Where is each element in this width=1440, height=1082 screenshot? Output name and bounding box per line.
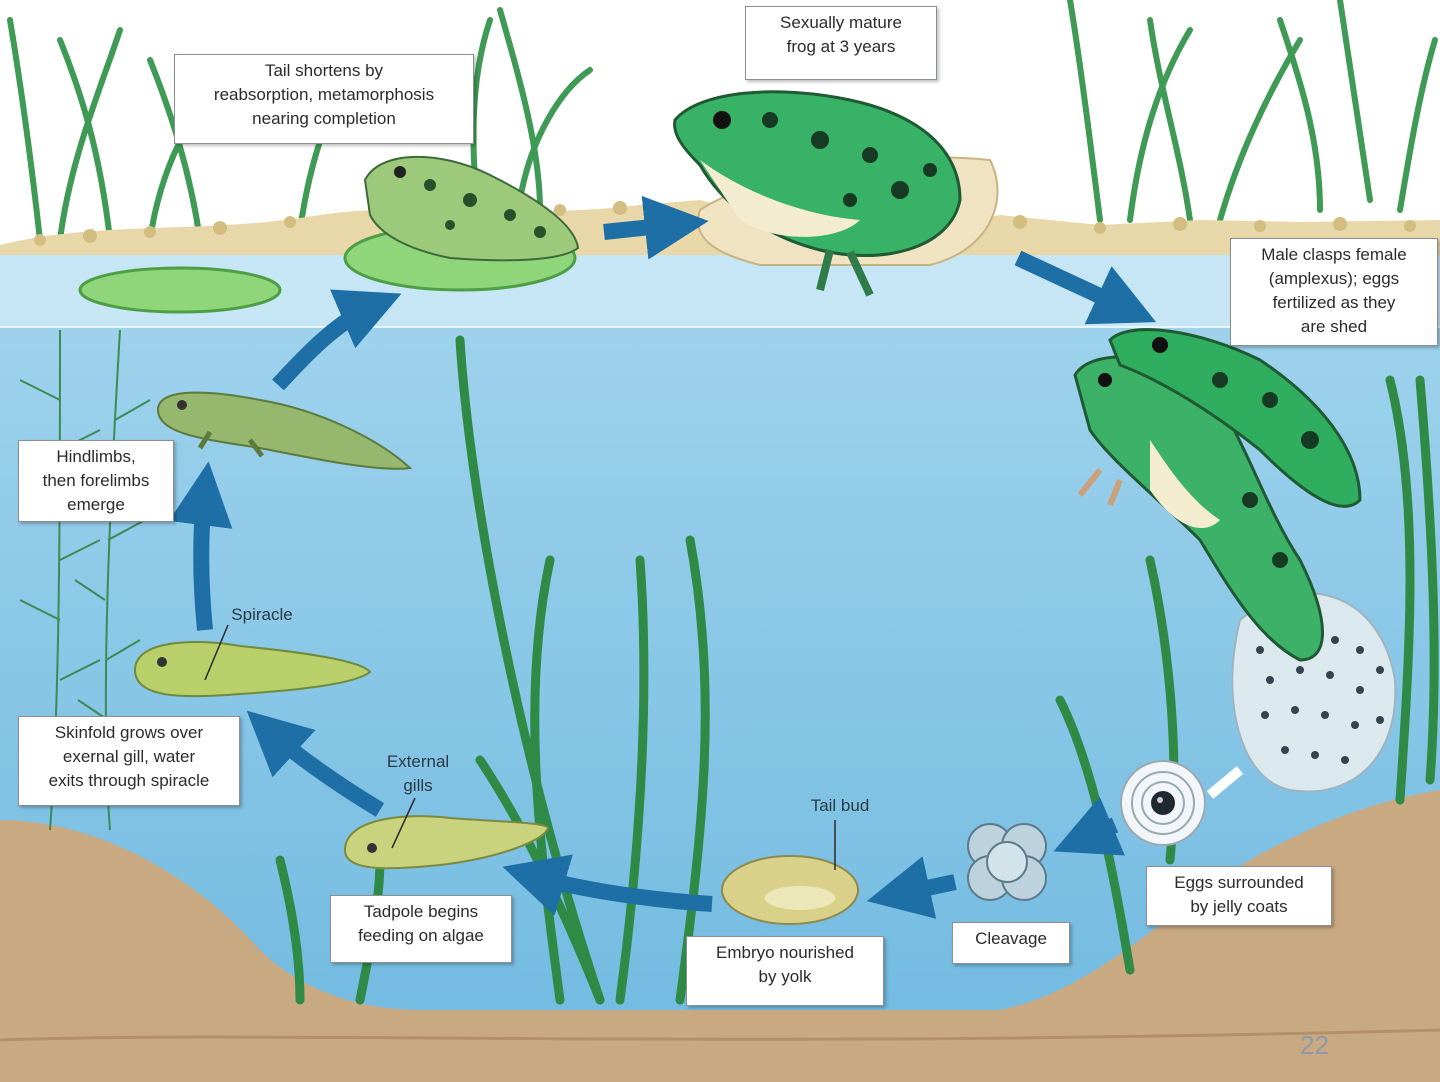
label-amplexus: Male clasps female (amplexus); eggs fert… xyxy=(1230,238,1438,346)
label-spiracle: Spiracle xyxy=(231,605,293,624)
pond-soil xyxy=(0,790,1440,1082)
label-external-gills: External gills xyxy=(386,752,450,795)
label-tadpole-feeding: Tadpole begins feeding on algae xyxy=(330,895,512,963)
label-embryo: Embryo nourished by yolk xyxy=(686,936,884,1006)
tadpole-limbs xyxy=(156,391,413,470)
single-egg xyxy=(1120,760,1206,846)
shore-grass xyxy=(7,0,1438,243)
tadpole-spiracle xyxy=(133,641,372,698)
cleavage-embryo xyxy=(967,823,1047,901)
label-eggs: Eggs surrounded by jelly coats xyxy=(1146,866,1332,926)
lily-pad xyxy=(78,266,282,314)
label-tail-shortens: Tail shortens by reabsorption, metamorph… xyxy=(174,54,474,144)
label-mature-frog: Sexually mature frog at 3 years xyxy=(745,6,937,80)
young-frog xyxy=(363,155,580,262)
label-hindlimbs: Hindlimbs, then forelimbs emerge xyxy=(18,440,174,522)
mature-frog xyxy=(673,90,962,297)
page-number: 22 xyxy=(1300,1030,1329,1060)
amplexus-frogs xyxy=(1073,328,1362,662)
label-skinfold: Skinfold grows over exernal gill, water … xyxy=(18,716,240,806)
cycle-arrows xyxy=(168,195,1157,919)
label-tail-bud: Tail bud xyxy=(810,796,870,815)
tadpole-external-gills xyxy=(343,815,550,870)
label-cleavage: Cleavage xyxy=(952,922,1070,964)
